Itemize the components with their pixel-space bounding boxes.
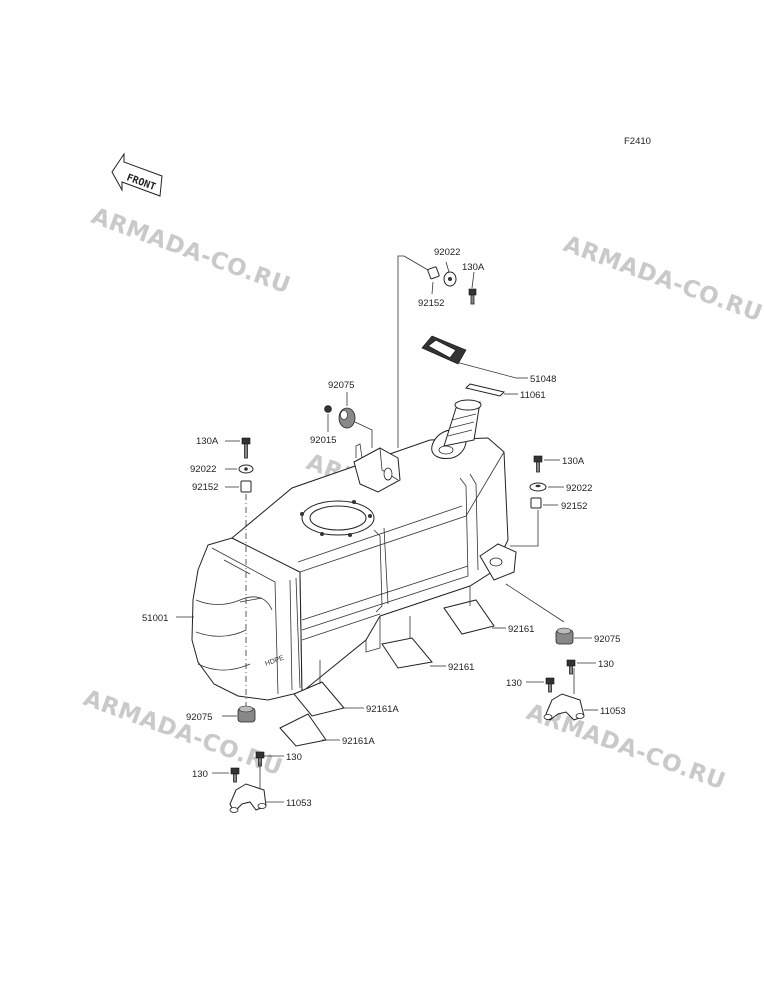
label-130A-top: 130A xyxy=(462,262,485,273)
bracket-11053-right xyxy=(543,693,585,721)
bolt-130A-right xyxy=(533,455,543,473)
label-92022-left: 92022 xyxy=(190,464,216,475)
bracket-11053-left xyxy=(229,783,267,813)
bolt-130-r2 xyxy=(545,677,555,693)
damper-92075-left xyxy=(237,705,256,723)
label-92152-right: 92152 xyxy=(561,501,587,512)
label-130-r1: 130 xyxy=(598,659,614,670)
label-92161A-lower: 92161A xyxy=(342,736,375,747)
damper-92075-right xyxy=(555,627,574,645)
figure-id: F2410 xyxy=(624,136,651,147)
label-92022-top: 92022 xyxy=(434,247,460,258)
collar-92152-top xyxy=(427,266,440,280)
fuel-tank: HDPE xyxy=(191,429,517,701)
label-51048: 51048 xyxy=(530,374,556,385)
filler-neck xyxy=(443,399,482,447)
gasket-11061 xyxy=(465,383,505,397)
collar-92152-left xyxy=(240,480,252,493)
label-130-l1: 130 xyxy=(286,752,302,763)
label-92075-left: 92075 xyxy=(186,712,212,723)
label-92161-lower: 92161 xyxy=(448,662,474,673)
watermark: ARMADA-CO.RU xyxy=(560,231,764,327)
front-arrow-icon: FRONT xyxy=(111,152,163,197)
bolt-130-r1 xyxy=(566,659,576,675)
watermark: ARMADA-CO.RU xyxy=(88,203,294,299)
label-11053-left: 11053 xyxy=(286,798,312,809)
bolt-130-l2 xyxy=(230,767,240,783)
pad-92161A-lower xyxy=(279,713,327,747)
label-11061: 11061 xyxy=(520,390,546,401)
leader-lines xyxy=(176,255,598,803)
pad-92161-lower xyxy=(381,637,433,669)
label-130A-left: 130A xyxy=(196,436,219,447)
label-92022-right: 92022 xyxy=(566,483,592,494)
label-130-l2: 130 xyxy=(192,769,208,780)
watermark: ARMADA-CO.RU xyxy=(80,685,286,781)
label-130-r2: 130 xyxy=(506,678,522,689)
bolt-130A-top xyxy=(468,288,477,305)
bolt-130A-left xyxy=(241,437,251,459)
label-130A-right: 130A xyxy=(562,456,585,467)
label-51001: 51001 xyxy=(142,613,168,624)
fuel-cap-51048 xyxy=(421,335,517,379)
label-92075-right: 92075 xyxy=(594,634,620,645)
label-92161-upper: 92161 xyxy=(508,624,534,635)
damper-92075-top xyxy=(338,407,356,429)
label-92152-left: 92152 xyxy=(192,482,218,493)
label-92161A-upper: 92161A xyxy=(366,704,399,715)
label-11053-right: 11053 xyxy=(600,706,626,717)
pad-92161-upper xyxy=(443,599,495,635)
label-92152-top: 92152 xyxy=(418,298,444,309)
nut-92015 xyxy=(324,405,332,413)
label-92075-top: 92075 xyxy=(328,380,354,391)
label-92015: 92015 xyxy=(310,435,336,446)
collar-92152-right xyxy=(530,497,542,509)
